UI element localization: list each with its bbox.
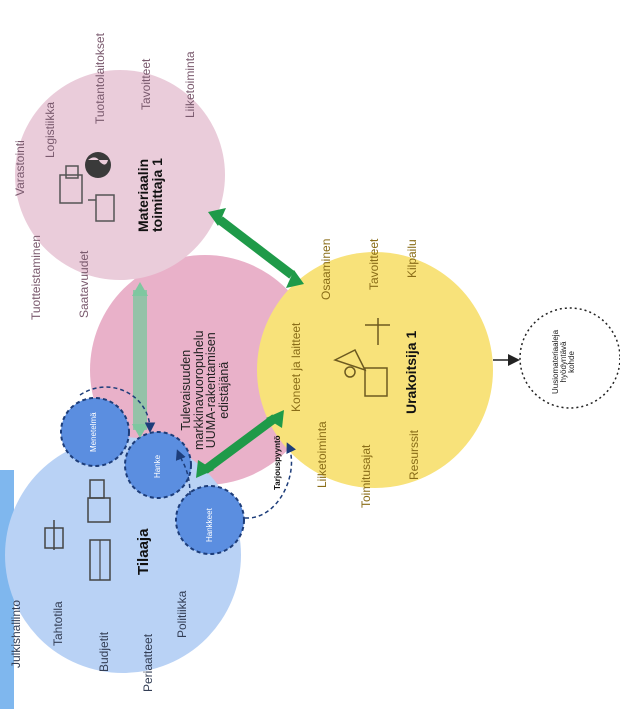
target-circle: [519, 307, 620, 409]
bubble-label-hankkeet: Hankkeet: [205, 508, 214, 542]
client-circle: [5, 437, 241, 673]
bridge-icon: [89, 539, 111, 581]
label-logistiikka: Logistiikka: [43, 101, 57, 158]
label-liiketoiminta-contractor: Liiketoiminta: [315, 421, 329, 488]
label-tahtotila: Tahtotila: [51, 601, 65, 646]
label-tuotteistaminen: Tuotteistaminen: [29, 235, 43, 320]
contractor-title: Urakoitsija 1: [403, 330, 419, 414]
arrow-head-down: [132, 424, 148, 438]
label-saatavuudet: Saatavuudet: [77, 250, 91, 318]
client-contractor-arrow: [202, 414, 278, 474]
globe-icon: [85, 152, 111, 178]
arrow-head-up: [132, 282, 148, 296]
bubble-label-hanke: Hanke: [153, 454, 162, 478]
truck-icon: [59, 165, 83, 204]
center-text: Tulevaisuuden markkinavuoropuhelu UUMA-r…: [179, 330, 231, 450]
label-varastointi: Varastointi: [13, 140, 27, 196]
label-koneet: Koneet ja laitteet: [289, 322, 303, 412]
city-icon: [87, 479, 111, 523]
label-osaaminen: Osaaminen: [319, 238, 333, 300]
dashed-arrow-tarjous: [244, 442, 296, 519]
label-tavoitteet-supplier: Tavoitteet: [139, 58, 153, 110]
label-tuotantolaitokset: Tuotantolaitokset: [93, 33, 107, 124]
supplier-title: Materiaalin toimittaja 1: [135, 158, 165, 232]
supplier-circle: [15, 70, 225, 280]
tower-icon: [44, 520, 64, 550]
client-title: Tilaaja: [135, 528, 152, 575]
bubble-label-menetelma: Menetelmä: [89, 412, 98, 452]
label-liiketoiminta-supplier: Liiketoiminta: [183, 51, 197, 118]
label-kilpailu: Kilpailu: [405, 239, 419, 278]
crane-icon: [365, 318, 390, 345]
label-budjetit: Budjetit: [97, 631, 111, 672]
dashed-arrow-menetelma: [79, 386, 156, 433]
contractor-circle: [257, 252, 493, 488]
annotation-tarjouspyynto: Tarjouspyyntö: [273, 435, 282, 490]
label-toimitusajat: Toimitusajat: [359, 444, 373, 508]
bubble-hankkeet: [175, 485, 245, 555]
target-text: Uusiomateriaaleja hyödyntävä kohde: [551, 329, 576, 394]
label-periaatteet: Periaatteet: [141, 633, 155, 692]
label-resurssit: Resurssit: [407, 429, 421, 480]
label-julkishallinto: Julkishallinto: [9, 599, 23, 668]
dashed-arrow-hanke: [175, 449, 191, 496]
supplier-contractor-arrow: [217, 216, 295, 279]
label-tavoitteet-contractor: Tavoitteet: [367, 238, 381, 290]
factory-icon: [88, 194, 115, 222]
bubble-hanke: [124, 431, 192, 499]
label-politiikka: Politiikka: [175, 590, 189, 638]
truck-icon: [364, 367, 388, 397]
bubble-menetelma: [60, 397, 130, 467]
excavator-icon: [333, 348, 367, 378]
